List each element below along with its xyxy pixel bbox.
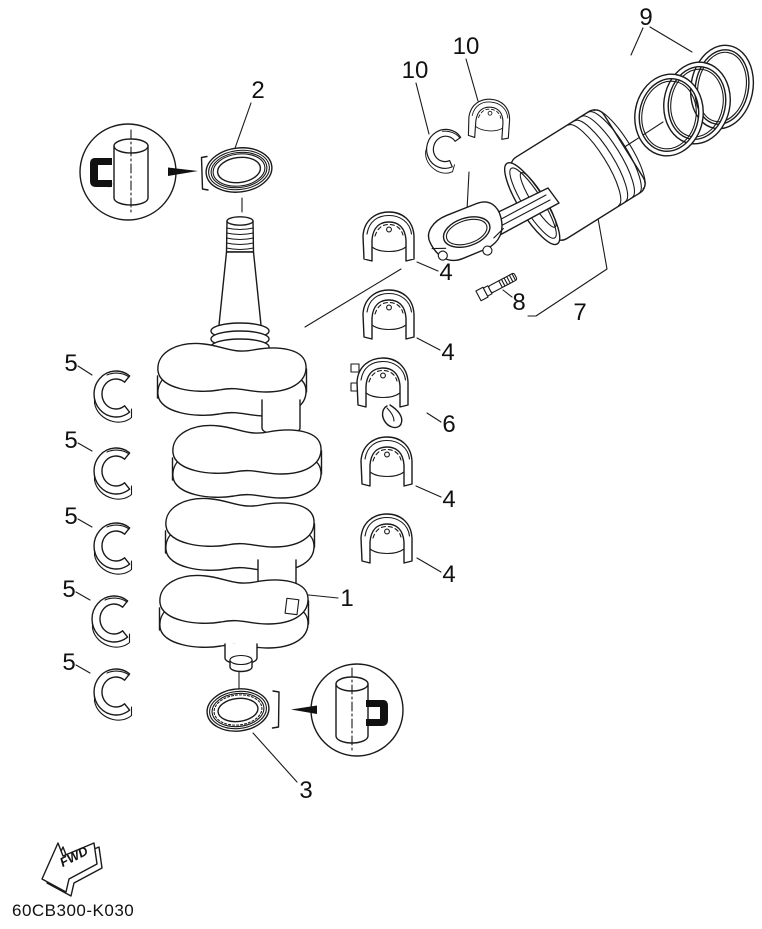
upper-oil-seal bbox=[205, 147, 273, 193]
main-bearing-shell-5b bbox=[93, 447, 133, 500]
crankshaft-bottom-stub bbox=[224, 643, 258, 673]
seal-cross-section-icon bbox=[90, 158, 112, 187]
main-bearing-shell-4b bbox=[362, 289, 415, 340]
main-bearing-shell-5e bbox=[93, 668, 133, 721]
right-bracket bbox=[271, 690, 280, 729]
callout-2: 2 bbox=[251, 77, 265, 104]
left-bracket bbox=[200, 155, 209, 191]
callout-5-a: 5 bbox=[64, 350, 78, 377]
callout-9: 9 bbox=[639, 4, 653, 31]
callout-5-b: 5 bbox=[64, 427, 78, 454]
piston-ring-1 bbox=[634, 73, 704, 157]
callout-10-lower: 10 bbox=[401, 57, 429, 84]
callout-4-c: 4 bbox=[442, 486, 456, 513]
upper-seal-detail-inset bbox=[79, 123, 209, 221]
pointer-arrow-icon bbox=[168, 167, 198, 176]
big-end-bearing-shell-10a bbox=[420, 124, 465, 177]
callout-5-e: 5 bbox=[62, 649, 76, 676]
main-bearing-shell-4c bbox=[360, 436, 413, 487]
connecting-rod bbox=[427, 187, 560, 262]
crankshaft-threaded-tip bbox=[225, 216, 255, 253]
callout-4-b: 4 bbox=[441, 339, 455, 366]
callout-10-upper: 10 bbox=[452, 33, 480, 60]
callout-4-a: 4 bbox=[439, 259, 453, 286]
piston-assembly bbox=[427, 109, 646, 262]
rod-bolt bbox=[475, 272, 518, 302]
crankshaft-keyway-tab bbox=[284, 597, 300, 616]
main-bearing-shell-4d bbox=[360, 513, 413, 564]
main-bearing-shell-4a bbox=[362, 211, 415, 262]
rod-big-end bbox=[427, 201, 504, 262]
big-end-bearing-shell-10b bbox=[466, 97, 512, 141]
lower-seal-detail-inset bbox=[271, 663, 404, 757]
callout-4-d: 4 bbox=[442, 561, 456, 588]
callout-5-d: 5 bbox=[62, 576, 76, 603]
pointer-arrow-icon bbox=[291, 705, 317, 714]
callout-6: 6 bbox=[442, 411, 456, 438]
piston bbox=[504, 109, 646, 246]
crankshaft-collar bbox=[210, 322, 270, 356]
crank-web-pair-2 bbox=[173, 426, 322, 498]
lower-oil-seal bbox=[206, 688, 270, 732]
main-bearing-shell-5d bbox=[91, 595, 131, 648]
fwd-arrow-icon bbox=[41, 842, 103, 897]
callout-7: 7 bbox=[573, 299, 587, 326]
crankshaft-taper bbox=[218, 251, 262, 330]
seal-cross-section-icon bbox=[366, 700, 388, 726]
callout-1: 1 bbox=[340, 585, 354, 612]
crankshaft bbox=[158, 216, 322, 673]
piston-rings bbox=[634, 44, 755, 157]
drawing-code: 60CB300-K030 bbox=[12, 901, 135, 920]
callout-8: 8 bbox=[512, 289, 526, 316]
callout-3: 3 bbox=[299, 777, 313, 804]
rod-bolt-head bbox=[482, 245, 493, 256]
rod-bolt-head bbox=[437, 250, 448, 261]
callout-5-c: 5 bbox=[64, 503, 78, 530]
main-bearing-shell-5a bbox=[93, 370, 133, 423]
thrust-bearing-6 bbox=[350, 357, 409, 429]
main-bearing-shell-5c bbox=[93, 522, 133, 575]
leader-lines bbox=[75, 26, 693, 783]
